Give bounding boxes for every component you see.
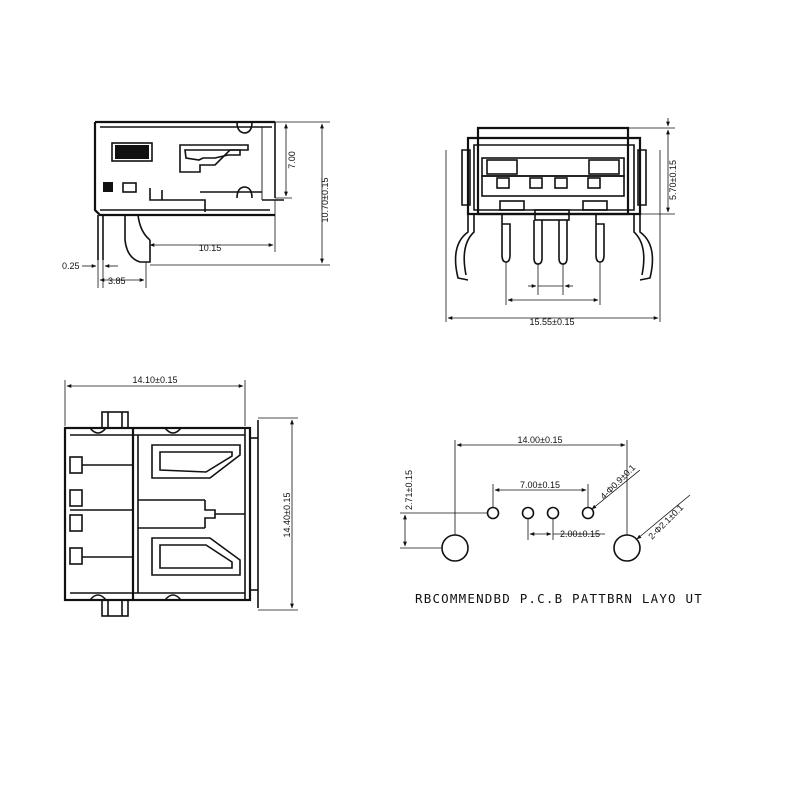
pcb-inner-pitch-dimension: 2.00±0.15 — [527, 519, 605, 540]
side-inner-height-dimension: 7.00 — [275, 123, 297, 199]
side-thickness-dimension: 0.25 — [62, 258, 118, 288]
pcb-mount-pitch-label: 14.00±0.15 — [518, 435, 563, 445]
side-pin-reach-dimension: 10.15 — [149, 200, 276, 253]
pcb-inner-pitch-label: 2.00±0.15 — [560, 529, 600, 539]
side-pin-offset-dimension: 3.85 — [99, 262, 147, 288]
front-inner-pitch-dimension — [528, 264, 573, 295]
pcb-vertical-offset-label: 2.71±0.15 — [404, 470, 414, 510]
side-thickness-label: 0.25 — [62, 261, 80, 271]
pcb-signal-pitch-label: 7.00±0.15 — [520, 480, 560, 490]
top-view: 14.10±0.15 14.40±0.15 — [63, 375, 298, 617]
side-view-body — [93, 120, 284, 263]
top-view-body — [63, 411, 259, 617]
mount-hole-left — [441, 534, 469, 562]
pcb-signal-pitch-dimension: 7.00±0.15 — [492, 480, 589, 507]
front-outer-pitch-dimension — [505, 262, 601, 305]
side-pin-offset-label: 3.85 — [108, 276, 126, 286]
front-overall-width-label: 15.55±0.15 — [530, 317, 575, 327]
signal-hole-4 — [581, 506, 595, 520]
pcb-caption: RBCOMMENDBD P.C.B PATTBRN LAYO UT — [415, 591, 703, 606]
pcb-vertical-offset-dimension: 2.71±0.15 — [400, 470, 487, 549]
side-pin-reach-label: 10.15 — [199, 243, 222, 253]
top-width-label: 14.40±0.15 — [282, 493, 292, 538]
side-height-label: 10.70±0.15 — [320, 178, 330, 223]
top-length-label: 14.10±0.15 — [133, 375, 178, 385]
pcb-signal-hole-callout: 4-Φ0.9±0.1 — [591, 462, 641, 510]
front-overall-width-dimension: 15.55±0.15 — [445, 150, 661, 327]
front-view: 5.70±0.15 15.55±0.15 — [445, 118, 678, 327]
mount-hole-right — [613, 534, 641, 562]
side-inner-height-label: 7.00 — [287, 151, 297, 169]
top-width-dimension: 14.40±0.15 — [258, 417, 298, 611]
signal-hole-2 — [521, 506, 535, 520]
pcb-mount-hole-label: 2-Φ2.1±0.1 — [646, 502, 685, 541]
signal-hole-1 — [486, 506, 500, 520]
pcb-pattern: 14.00±0.15 7.00±0.15 2.71±0.15 2.00±0.15… — [400, 435, 703, 606]
top-length-dimension: 14.10±0.15 — [64, 375, 246, 426]
front-port-height-label: 5.70±0.15 — [668, 160, 678, 200]
pcb-signal-hole-label: 4-Φ0.9±0.1 — [598, 462, 637, 501]
signal-hole-3 — [546, 506, 560, 520]
pcb-mount-pitch-dimension: 14.00±0.15 — [454, 435, 628, 535]
front-port-height-dimension: 5.70±0.15 — [628, 118, 678, 215]
front-view-body — [454, 126, 654, 281]
pcb-mount-hole-callout: 2-Φ2.1±0.1 — [636, 494, 691, 541]
side-view: 10.70±0.15 7.00 10.15 0.25 3.85 — [62, 120, 330, 288]
side-height-dimension: 10.70±0.15 — [150, 121, 330, 266]
